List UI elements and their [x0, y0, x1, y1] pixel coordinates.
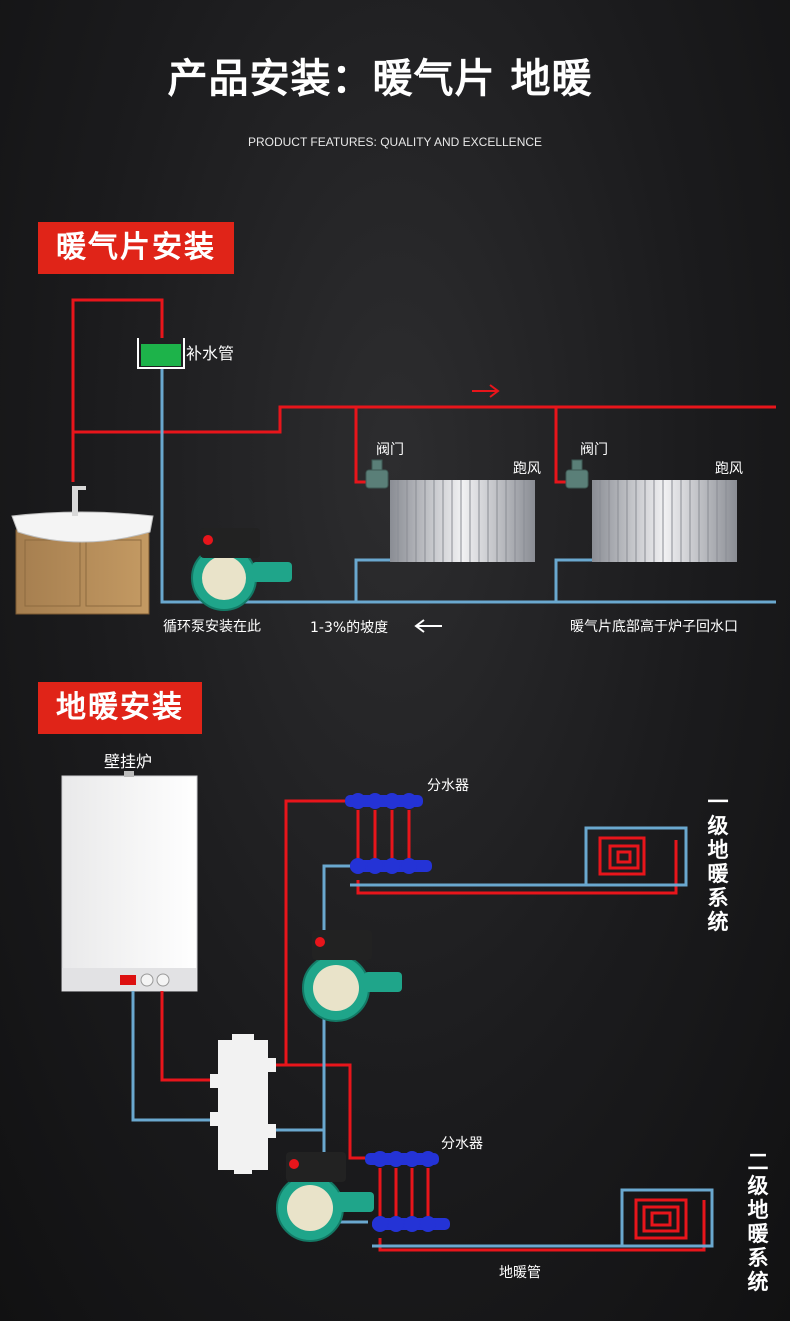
flow-arrow-left	[414, 619, 442, 633]
boiler-label: 壁挂炉	[104, 752, 153, 771]
wall-boiler	[61, 771, 198, 992]
vent-1-label: 跑风	[513, 461, 541, 477]
radiator-return-pipes	[160, 368, 776, 604]
manifold-2-label: 分水器	[441, 1136, 483, 1152]
manifold-1-label: 分水器	[427, 778, 469, 794]
primary-system-label: 一级地暖系统	[707, 790, 729, 934]
floor-return-pipes	[131, 826, 714, 1248]
floor-pipe-label: 地暖管	[499, 1265, 541, 1281]
radiator-1	[390, 480, 535, 562]
sink-vanity	[11, 486, 154, 615]
radiator-height-note: 暖气片底部高于炉子回水口	[570, 619, 738, 635]
valve-2-icon	[565, 459, 589, 489]
manifold-1	[345, 793, 432, 874]
flow-arrow-right	[472, 384, 500, 398]
radiator-supply-pipes	[71, 298, 776, 484]
circulation-pump-1	[191, 528, 292, 611]
circulation-pump-3	[276, 1152, 374, 1242]
floor-heating-section-heading: 地暖安装	[38, 682, 202, 734]
radiator-section-heading: 暖气片安装	[38, 222, 234, 274]
makeup-water-tank	[137, 338, 185, 369]
circulation-pump-2	[302, 930, 402, 1022]
makeup-pipe-label: 补水管	[186, 344, 235, 363]
floor-coil-primary	[608, 844, 640, 870]
valve-1-icon	[365, 459, 389, 489]
secondary-system-label: 二级地暖系统	[747, 1150, 769, 1294]
hydraulic-separator	[210, 1034, 276, 1174]
slope-label: 1-3%的坡度	[310, 620, 389, 636]
page-subtitle: PRODUCT FEATURES: QUALITY AND EXCELLENCE	[247, 135, 543, 149]
valve-2-label: 阀门	[580, 442, 608, 458]
manifold-2	[365, 1151, 450, 1232]
vent-2-label: 跑风	[715, 461, 743, 477]
pump-location-label: 循环泵安装在此	[163, 619, 261, 635]
floor-coil-secondary	[642, 1205, 680, 1233]
page-title: 产品安装：暖气片 地暖	[167, 56, 593, 102]
radiator-2	[592, 480, 737, 562]
valve-1-label: 阀门	[376, 442, 404, 458]
